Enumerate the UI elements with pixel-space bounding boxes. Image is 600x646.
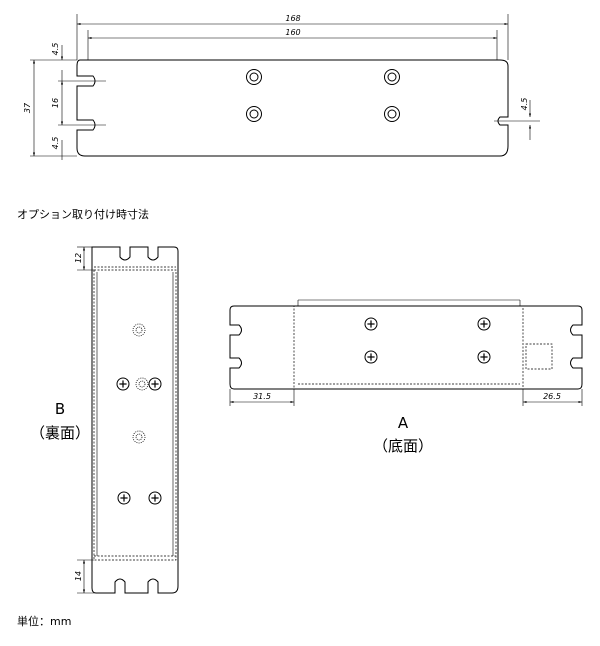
dim-top-margin: 4.5 — [51, 43, 60, 56]
unit-label: 単位：mm — [17, 614, 71, 628]
view-a-letter: A — [398, 414, 409, 432]
dim-height: 37 — [23, 102, 32, 113]
top-mount-hole — [246, 69, 262, 85]
dim-view-b-top: 12 — [74, 253, 83, 263]
view-b-dotted-hole — [132, 323, 146, 337]
top-mount-hole — [384, 106, 400, 122]
view-b-dotted-hole — [135, 377, 149, 391]
dim-bottom-margin: 4.5 — [51, 137, 60, 150]
dim-view-a-left: 31.5 — [253, 392, 271, 401]
dim-right-slot: 4.5 — [520, 98, 529, 111]
dim-inner-length: 160 — [285, 28, 300, 37]
view-b-screw — [116, 377, 130, 391]
view-a-screw — [477, 317, 491, 331]
view-b-screw — [117, 491, 131, 505]
view-a-screw — [364, 350, 378, 364]
dim-slot-gap: 16 — [51, 98, 60, 108]
dim-overall-length: 168 — [285, 14, 300, 23]
view-a: 31.5 26.5 A （底面） — [229, 299, 583, 455]
view-b-plate-outline — [91, 246, 179, 594]
dim-view-b-bottom: 14 — [74, 571, 83, 581]
view-b-screw — [148, 491, 162, 505]
view-b-letter: B — [55, 400, 65, 418]
view-a-plate-outline — [229, 305, 583, 390]
view-b: 12 14 B （裏面） — [30, 246, 179, 594]
view-a-label: （底面） — [373, 437, 433, 455]
top-mount-hole — [246, 106, 262, 122]
view-b-dotted-hole — [132, 430, 146, 444]
top-mount-hole — [384, 69, 400, 85]
view-a-screw — [477, 350, 491, 364]
view-a-screw — [364, 317, 378, 331]
top-view: 168 160 37 16 4.5 4.5 4.5 — [23, 14, 540, 160]
top-plate-outline — [76, 59, 509, 157]
view-b-screw — [148, 377, 162, 391]
section-caption: オプション取り付け時寸法 — [17, 207, 149, 221]
view-b-label: （裏面） — [30, 424, 90, 442]
dim-view-a-right: 26.5 — [543, 392, 561, 401]
